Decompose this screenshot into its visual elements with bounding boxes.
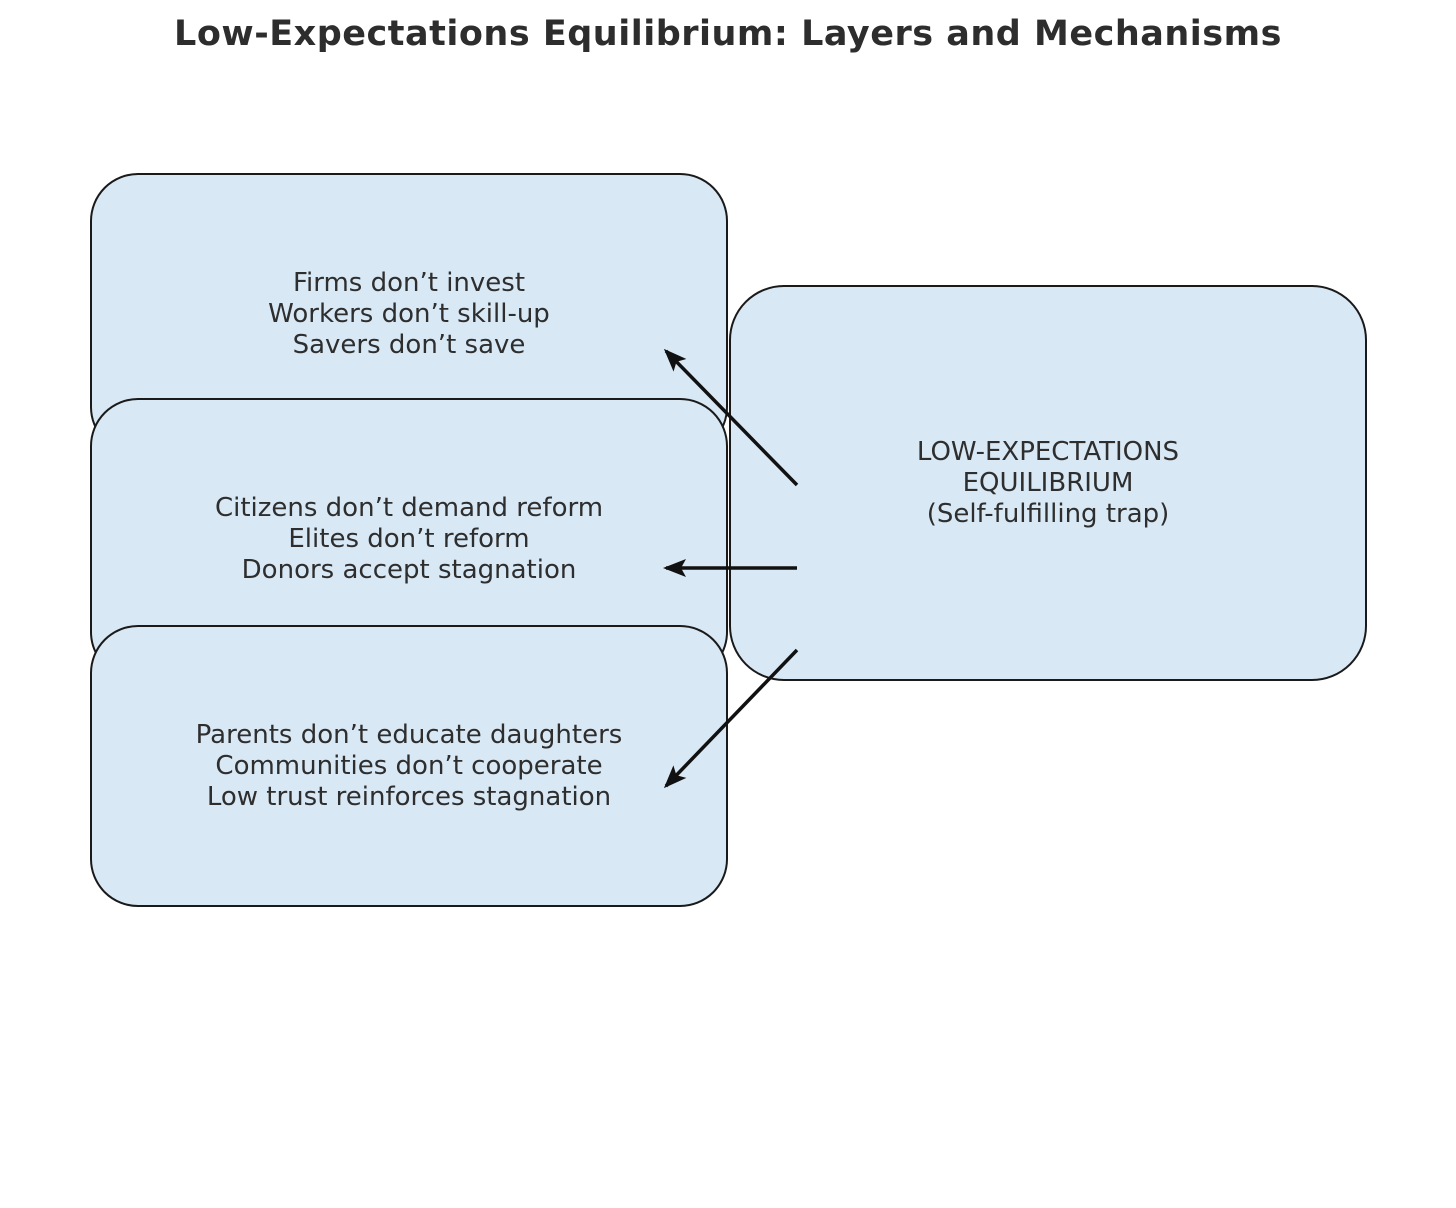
box-social-line-2: Communities don’t cooperate — [215, 750, 603, 781]
box-equilibrium-core: LOW-EXPECTATIONS EQUILIBRIUM (Self-fulfi… — [729, 285, 1367, 681]
box-core-line-3: (Self-fulfilling trap) — [926, 498, 1170, 529]
diagram-title: Low-Expectations Equilibrium: Layers and… — [174, 14, 1282, 54]
box-social-line-3: Low trust reinforces stagnation — [206, 781, 612, 812]
box-economic-line-2: Workers don’t skill-up — [268, 298, 550, 329]
box-core-line-2: EQUILIBRIUM — [962, 467, 1134, 498]
box-social-layer: Parents don’t educate daughters Communit… — [90, 625, 728, 907]
box-core-line-1: LOW-EXPECTATIONS — [916, 436, 1180, 467]
box-economic-line-1: Firms don’t invest — [292, 267, 526, 298]
box-social-line-1: Parents don’t educate daughters — [195, 719, 623, 750]
box-political-line-3: Donors accept stagnation — [241, 554, 577, 585]
box-political-line-1: Citizens don’t demand reform — [214, 492, 604, 523]
box-economic-line-3: Savers don’t save — [292, 329, 526, 360]
box-political-line-2: Elites don’t reform — [288, 523, 530, 554]
